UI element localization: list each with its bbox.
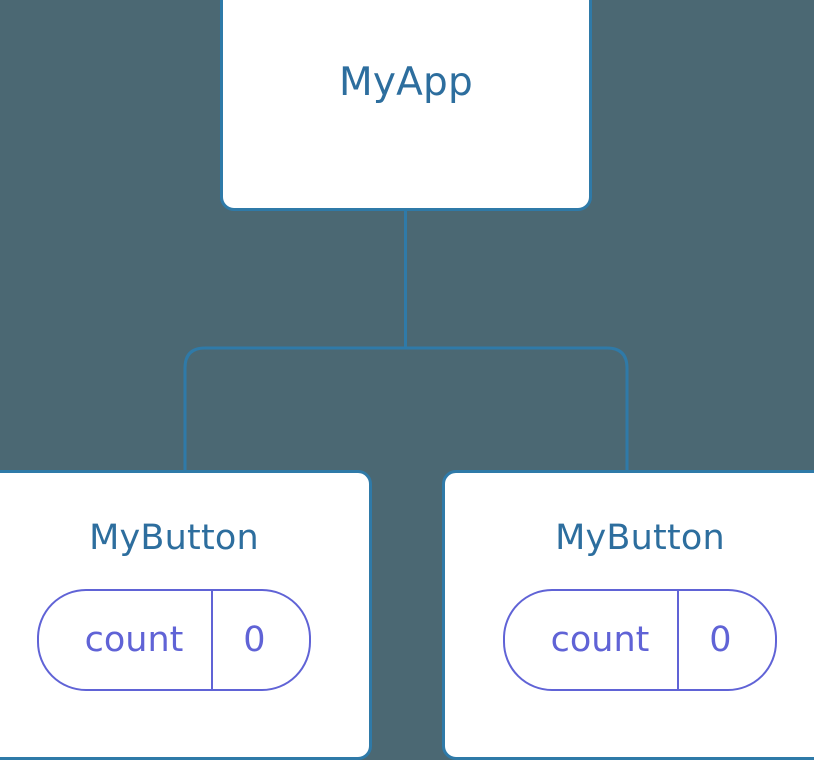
node-title: MyApp (339, 60, 473, 105)
state-key: count (84, 619, 184, 660)
edge-to-left-child (183, 346, 406, 472)
node-mybutton-2[interactable]: MyButton count 0 (442, 470, 814, 760)
node-myapp[interactable]: MyApp (220, 0, 592, 211)
state-capsule[interactable]: count 0 (36, 589, 312, 691)
node-title: MyButton (89, 518, 259, 558)
state-value: 0 (211, 591, 309, 689)
node-title: MyButton (555, 518, 725, 558)
state-capsule[interactable]: count 0 (502, 589, 778, 691)
edge-to-right-child (405, 346, 629, 472)
state-value: 0 (677, 591, 775, 689)
node-mybutton-1[interactable]: MyButton count 0 (0, 470, 372, 760)
state-key: count (550, 619, 650, 660)
